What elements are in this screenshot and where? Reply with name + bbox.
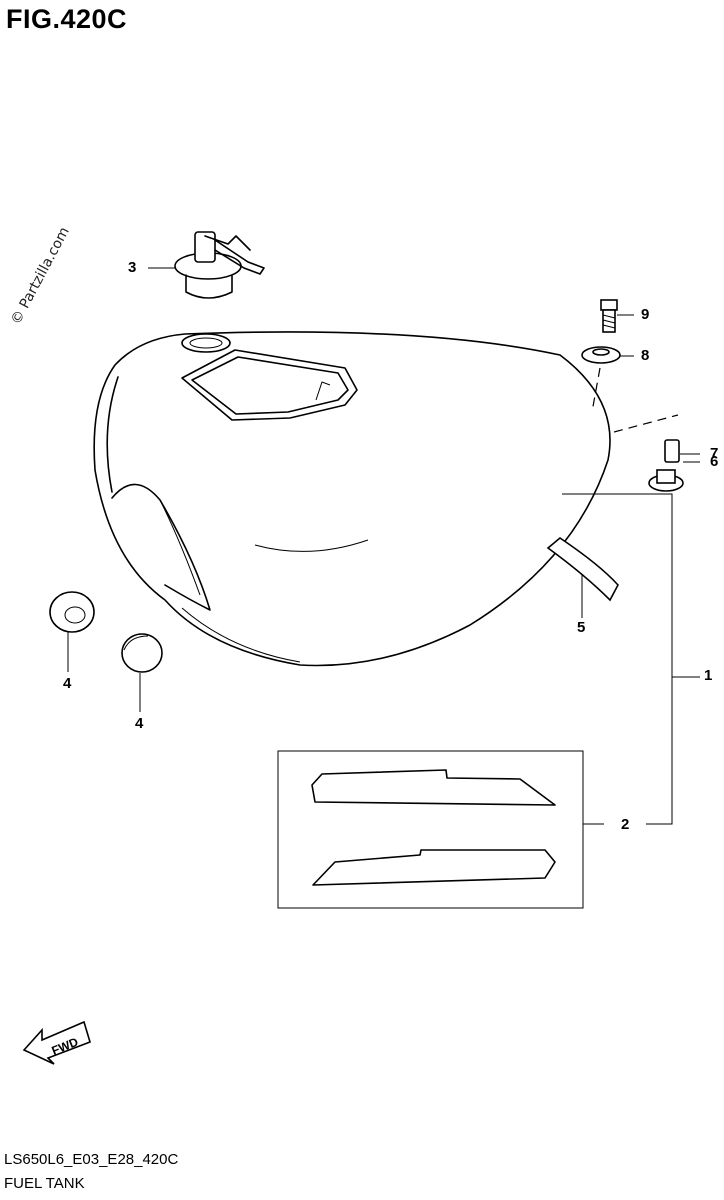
callout-9[interactable]: 9 [641,306,650,323]
callout-6[interactable]: 6 [710,453,719,470]
callout-1[interactable]: 1 [704,667,713,684]
callout-4a[interactable]: 4 [63,675,72,692]
fuel-cap-part[interactable] [174,231,265,299]
bolt-part[interactable] [600,299,618,333]
callout-5[interactable]: 5 [577,619,586,636]
cushion-part[interactable] [581,346,621,364]
spacer-part[interactable] [664,439,680,463]
callout-7[interactable]: 7 [710,445,719,462]
fwd-arrow-icon: FWD [22,1020,91,1065]
grommet-part[interactable] [648,469,684,492]
callout-4b[interactable]: 4 [135,715,144,732]
cushion-knob-part[interactable] [121,633,163,673]
callout-8[interactable]: 8 [641,347,650,364]
cushion-knob-part[interactable] [49,591,95,633]
fuel-tank-body[interactable] [93,331,611,667]
cushion-strip-part[interactable] [546,537,619,602]
figure-code: LS650L6_E03_E28_420C [4,1151,179,1168]
decal-set-part[interactable] [277,750,584,909]
callout-2[interactable]: 2 [621,816,630,833]
figure-name: FUEL TANK [4,1175,85,1192]
callout-3[interactable]: 3 [128,259,137,276]
figure-title: FIG.420C [6,4,128,34]
